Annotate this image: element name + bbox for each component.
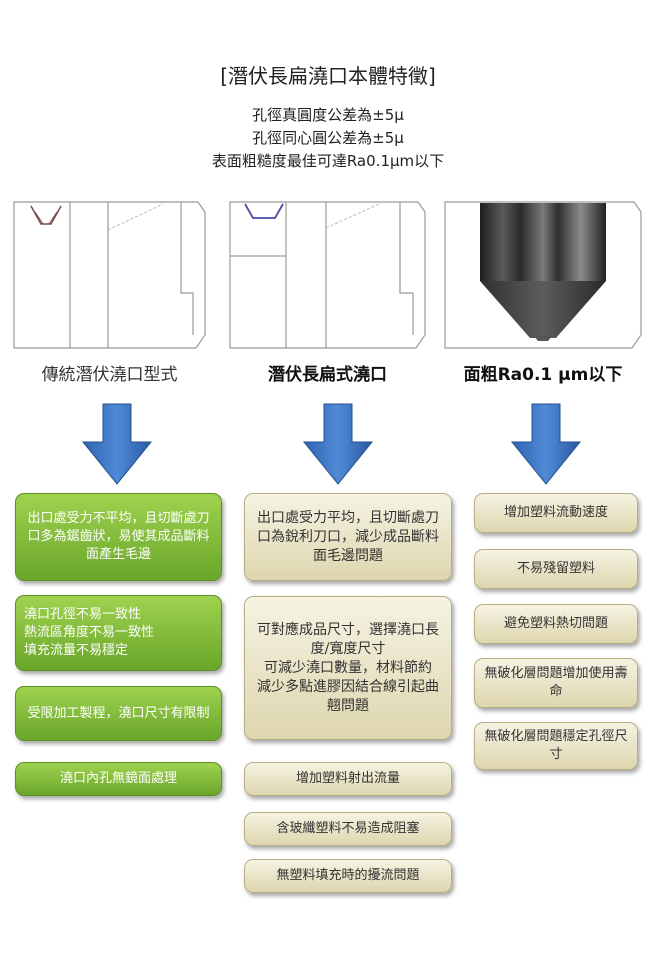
caption-long-flat: 潛伏長扁式澆口	[268, 365, 387, 385]
long-flat-benefit-box: 可對應成品尺寸，選擇澆口長度/寬度尺寸 可減少澆口數量，材料節約 減少多點進膠因…	[244, 596, 452, 740]
long-flat-benefit-box: 無塑料填充時的擾流問題	[244, 859, 452, 893]
roughness-benefit-box: 避免塑料熱切問題	[474, 604, 638, 644]
spec-roundness: 孔徑真圓度公差為±5μ	[252, 106, 404, 124]
traditional-issue-box: 澆口內孔無鏡面處理	[15, 762, 222, 796]
down-arrow-icon	[81, 403, 153, 485]
traditional-issue-box: 出口處受力不平均，且切斷處刀口多為鋸齒狀，易使其成品斷料面產生毛邊	[15, 493, 222, 581]
down-arrow-icon	[302, 403, 374, 485]
spec-list: 孔徑真圓度公差為±5μ 孔徑同心圓公差為±5μ 表面粗糙度最佳可達Ra0.1μm…	[0, 104, 656, 173]
roughness-benefit-box: 無破化層問題穩定孔徑尺寸	[474, 722, 638, 770]
long-flat-benefit-box: 含玻纖塑料不易造成阻塞	[244, 812, 452, 846]
caption-traditional: 傳統潛伏澆口型式	[41, 365, 178, 385]
gate-tip-photo	[444, 198, 642, 350]
caption-roughness: 面粗Ra0.1 μm以下	[463, 365, 623, 385]
roughness-benefit-box: 增加塑料流動速度	[474, 493, 638, 533]
down-arrow-icon	[510, 403, 582, 485]
traditional-issue-box: 澆口孔徑不易一致性 熱流區角度不易一致性 填充流量不易穩定	[15, 595, 222, 671]
long-flat-benefit-box: 出口處受力平均，且切斷處刀口為銳利刀口，減少成品斷料面毛邊問題	[244, 493, 452, 581]
roughness-benefit-box: 不易殘留塑料	[474, 549, 638, 589]
long-flat-benefit-box: 增加塑料射出流量	[244, 762, 452, 796]
traditional-issue-box: 受限加工製程，澆口尺寸有限制	[15, 686, 222, 741]
roughness-benefit-box: 無破化層問題增加使用壽命	[474, 658, 638, 708]
traditional-gate-drawing	[13, 198, 206, 350]
page-title: [潛伏長扁澆口本體特徵]	[220, 64, 436, 88]
long-flat-gate-drawing	[229, 198, 426, 350]
spec-concentricity: 孔徑同心圓公差為±5μ	[252, 129, 404, 147]
spec-roughness: 表面粗糙度最佳可達Ra0.1μm以下	[211, 152, 445, 170]
